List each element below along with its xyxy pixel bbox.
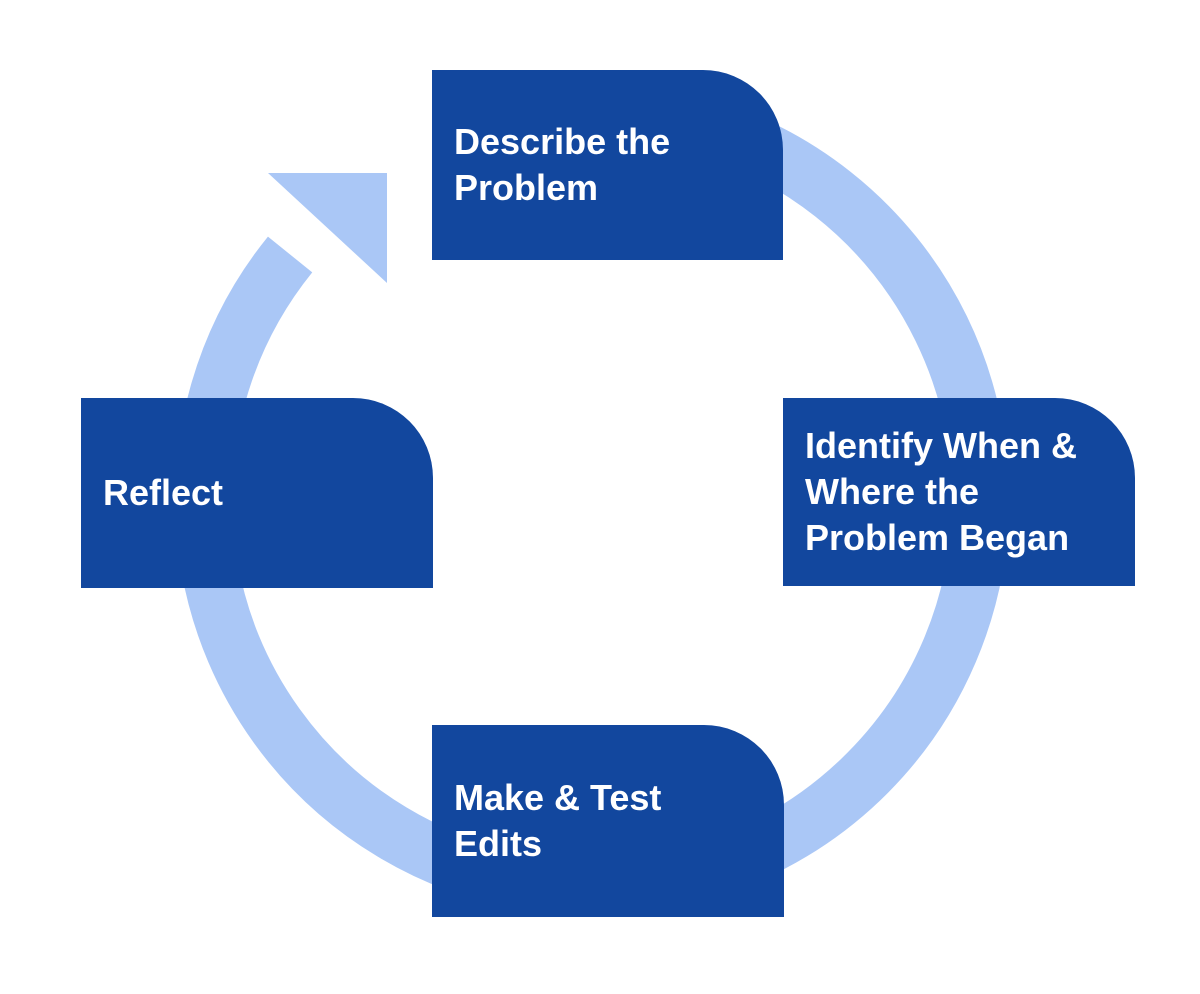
stage-card-reflect: Reflect — [81, 398, 433, 588]
stage-label-identify-when-where: Identify When & Where the Problem Began — [805, 424, 1077, 559]
stage-card-make-test-edits: Make & Test Edits — [432, 725, 784, 917]
stage-card-identify-when-where: Identify When & Where the Problem Began — [783, 398, 1135, 586]
stage-card-describe-the-problem: Describe the Problem — [432, 70, 783, 260]
stage-label-describe-the-problem: Describe the Problem — [454, 120, 671, 208]
cycle-arrowhead-icon — [268, 173, 387, 283]
stage-label-make-test-edits: Make & Test Edits — [454, 776, 662, 864]
stage-label-reflect: Reflect — [103, 471, 224, 513]
